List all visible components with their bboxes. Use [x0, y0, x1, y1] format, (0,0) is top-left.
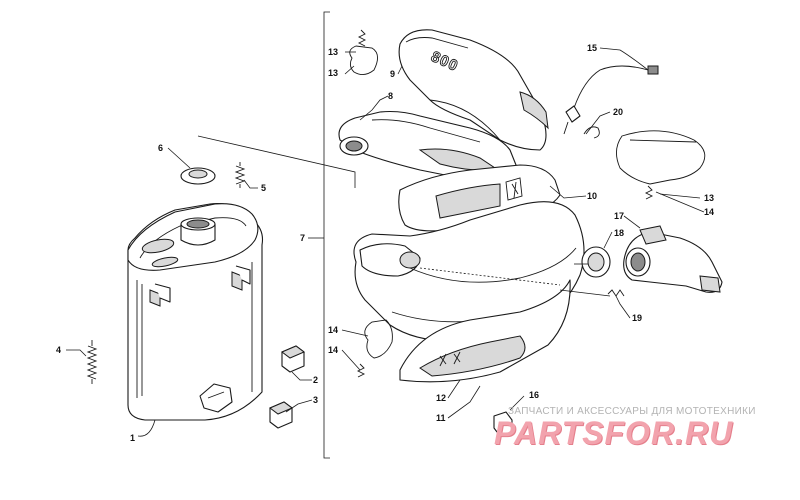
callout-9: 9 — [390, 69, 395, 79]
assembly-bracket — [308, 11, 330, 459]
spring-small — [234, 162, 246, 188]
leader-lines — [66, 47, 705, 437]
callout-6: 6 — [158, 143, 163, 153]
callout-13-right: 13 — [704, 193, 714, 203]
spring-left — [356, 363, 366, 378]
rubber-mount-upper — [281, 345, 305, 373]
callout-7: 7 — [300, 233, 305, 243]
callout-14-right: 14 — [704, 207, 714, 217]
callout-17: 17 — [614, 211, 624, 221]
seal-ring — [581, 246, 611, 278]
manifold — [623, 225, 723, 293]
callout-14-left-upper: 14 — [328, 325, 338, 335]
callout-5: 5 — [261, 183, 266, 193]
clip — [493, 411, 513, 437]
callouts: 1 2 3 4 5 6 7 8 9 10 11 12 13 13 13 14 1… — [56, 43, 714, 443]
callout-10: 10 — [587, 191, 597, 201]
callout-3: 3 — [313, 395, 318, 405]
callout-11: 11 — [436, 413, 446, 423]
grommet — [180, 167, 216, 185]
tuned-pipe-upper: 800 — [398, 29, 549, 151]
muffler — [127, 203, 264, 421]
spring-top — [357, 29, 367, 47]
spring-muffler — [86, 340, 98, 384]
callout-13-left: 13 — [328, 68, 338, 78]
callout-1: 1 — [130, 433, 135, 443]
hook — [583, 126, 600, 139]
callout-19: 19 — [632, 313, 642, 323]
strap-top — [349, 45, 378, 75]
callout-16: 16 — [529, 390, 539, 400]
callout-20: 20 — [613, 107, 623, 117]
tuned-pipe-lower — [338, 110, 519, 182]
strap-right — [616, 130, 706, 185]
callout-18: 18 — [614, 228, 624, 238]
rubber-mount-lower — [269, 401, 293, 429]
callout-14-left-lower: 14 — [328, 345, 338, 355]
callout-2: 2 — [313, 375, 318, 385]
expansion-chamber — [353, 201, 585, 342]
callout-8: 8 — [388, 91, 393, 101]
callout-4: 4 — [56, 345, 61, 355]
strap-left — [364, 319, 393, 359]
watermark-logo: PARTSFOR.RU — [494, 415, 734, 451]
sensor — [563, 65, 659, 135]
lower-shield — [399, 279, 571, 383]
spring-right — [644, 185, 654, 200]
callout-15: 15 — [587, 43, 597, 53]
watermark-tagline: ЗАПЧАСТИ И АКСЕССУАРЫ ДЛЯ МОТОТЕХНИКИ — [508, 406, 756, 417]
callout-13-top: 13 — [328, 47, 338, 57]
callout-12: 12 — [436, 393, 446, 403]
spring-manifold — [607, 289, 625, 297]
